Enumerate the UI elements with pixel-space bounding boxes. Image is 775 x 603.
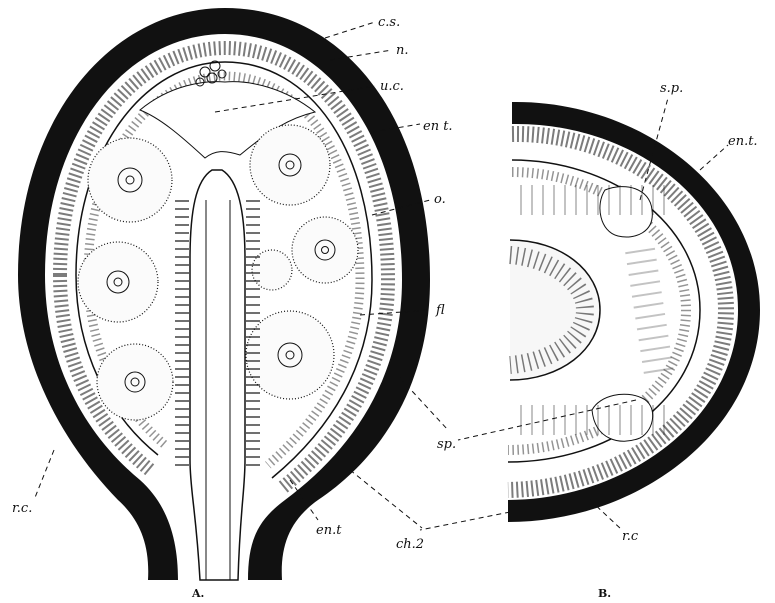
space-lower-b bbox=[592, 394, 653, 441]
label-ent-bottom: en.t bbox=[316, 523, 342, 538]
label-cs: c.s. bbox=[378, 15, 400, 30]
label-fl: fl bbox=[435, 303, 445, 318]
ova-right bbox=[246, 125, 358, 399]
label-ch2: ch.2 bbox=[396, 537, 424, 552]
central-canal bbox=[190, 170, 245, 580]
caption-a: A. bbox=[191, 587, 204, 600]
ova-left bbox=[78, 138, 173, 420]
label-ent-top: en t. bbox=[423, 119, 453, 134]
panel-b-drawing bbox=[508, 102, 760, 522]
label-sp-a: sp. bbox=[437, 437, 456, 452]
label-sp-b: s.p. bbox=[660, 81, 683, 96]
space-upper-b bbox=[600, 187, 652, 237]
label-ent-b: en.t. bbox=[728, 134, 758, 149]
label-o: o. bbox=[434, 192, 446, 207]
panel-a-drawing bbox=[18, 8, 430, 580]
label-n: n. bbox=[396, 43, 409, 58]
caption-b: B. bbox=[598, 587, 611, 600]
label-rc-a: r.c. bbox=[12, 501, 32, 516]
label-uc: u.c. bbox=[380, 79, 404, 94]
label-rc-b: r.c bbox=[622, 529, 639, 544]
